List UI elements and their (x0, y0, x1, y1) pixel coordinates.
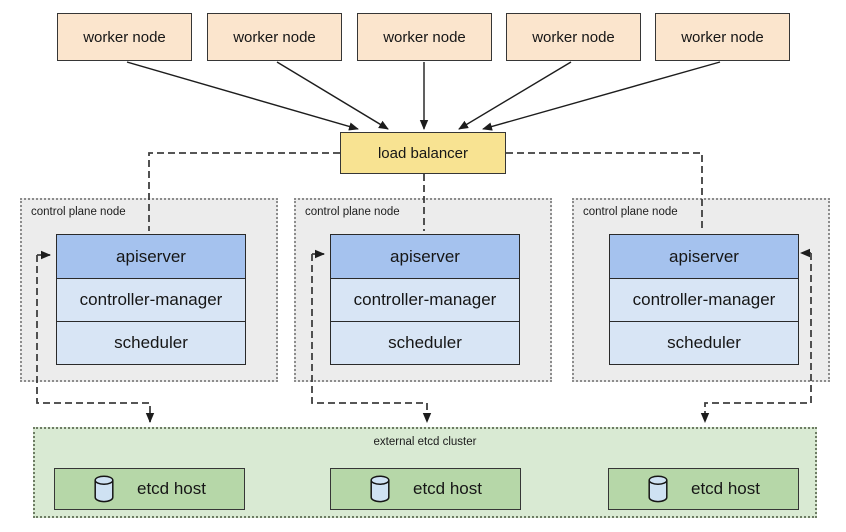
control-plane-component-stack: apiserver controller-manager scheduler (609, 234, 799, 365)
load-balancer: load balancer (340, 132, 506, 174)
worker-node-1: worker node (57, 13, 192, 61)
etcd-host-label: etcd host (137, 479, 206, 498)
worker-node-3: worker node (357, 13, 492, 61)
apiserver-box: apiserver (331, 235, 519, 278)
etcd-host-label: etcd host (413, 479, 482, 498)
load-balancer-label: load balancer (377, 144, 469, 162)
worker-to-lb-arrows (126, 61, 721, 131)
database-cylinder-icon (370, 475, 390, 503)
apiserver-box: apiserver (57, 235, 245, 278)
control-plane-node-label: control plane node (305, 206, 400, 218)
control-plane-component-stack: apiserver controller-manager scheduler (330, 234, 520, 365)
external-etcd-cluster: external etcd cluster etcd host etcd hos… (33, 427, 817, 518)
etcd-host-2: etcd host (330, 468, 521, 510)
worker-node-4: worker node (506, 13, 641, 61)
control-plane-node-label: control plane node (31, 206, 126, 218)
worker-node-5: worker node (655, 13, 790, 61)
apiserver-box: apiserver (610, 235, 798, 278)
control-plane-node-1: control plane node apiserver controller-… (20, 198, 278, 382)
etcd-host-label: etcd host (691, 479, 760, 498)
scheduler-box: scheduler (610, 321, 798, 364)
controller-manager-box: controller-manager (57, 278, 245, 321)
worker-node-label: worker node (532, 28, 615, 46)
controller-manager-box: controller-manager (331, 278, 519, 321)
external-etcd-cluster-label: external etcd cluster (373, 436, 477, 448)
worker-node-label: worker node (383, 28, 466, 46)
etcd-host-3: etcd host (608, 468, 799, 510)
scheduler-box: scheduler (57, 321, 245, 364)
etcd-host-1: etcd host (54, 468, 245, 510)
controller-manager-box: controller-manager (610, 278, 798, 321)
control-plane-node-3: control plane node apiserver controller-… (572, 198, 830, 382)
worker-node-label: worker node (681, 28, 764, 46)
control-plane-component-stack: apiserver controller-manager scheduler (56, 234, 246, 365)
scheduler-box: scheduler (331, 321, 519, 364)
control-plane-node-label: control plane node (583, 206, 678, 218)
worker-node-label: worker node (83, 28, 166, 46)
database-cylinder-icon (94, 475, 114, 503)
worker-node-2: worker node (207, 13, 342, 61)
database-cylinder-icon (648, 475, 668, 503)
control-plane-node-2: control plane node apiserver controller-… (294, 198, 552, 382)
worker-node-label: worker node (233, 28, 316, 46)
